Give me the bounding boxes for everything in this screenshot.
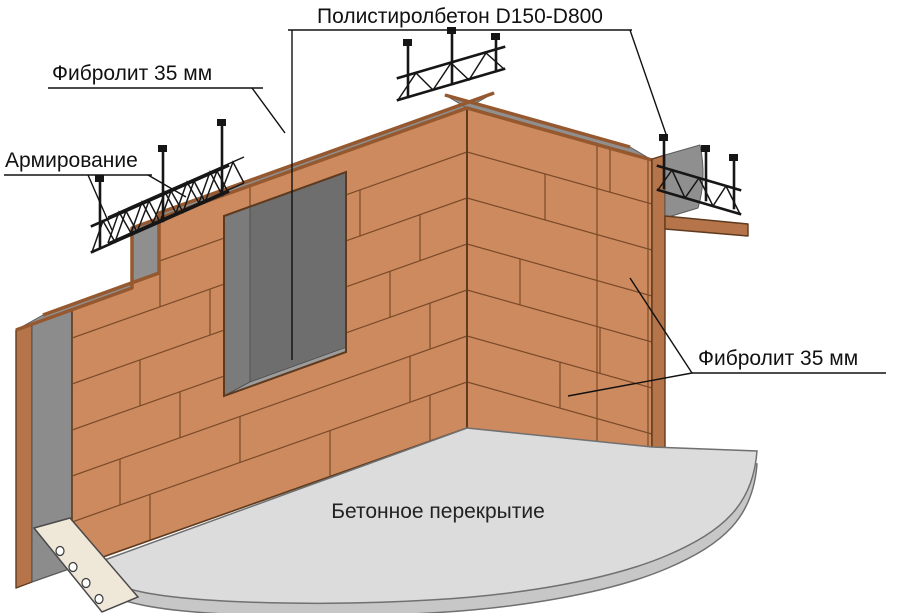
reinforcement-leader-2	[147, 174, 187, 198]
label-reinforcement: Армирование	[5, 149, 138, 172]
wall-right-face	[466, 107, 653, 481]
polystyrene-leader-right	[629, 29, 668, 138]
wall-right	[466, 107, 653, 481]
window-frame-edge	[223, 170, 347, 398]
reinforcement-truss-right	[656, 134, 742, 216]
label-slab: Бетонное перекрытие	[331, 500, 545, 523]
labels: Полистиролбетон D150-D800 Фибролит 35 мм…	[5, 5, 858, 523]
base-plate	[32, 517, 140, 613]
plate-hole	[81, 577, 91, 589]
reinforcement-truss-top	[396, 27, 506, 102]
base-plate-body	[32, 517, 140, 613]
label-fibrolite-right: Фибролит 35 мм	[698, 347, 858, 370]
end-fibrolite-strip-right	[651, 154, 666, 452]
fibrolite-right-leader-1	[629, 277, 693, 374]
leader-lines	[4, 29, 886, 397]
inner-fibrolite-top-edge-left	[42, 91, 495, 317]
label-fibrolite-top: Фибролит 35 мм	[52, 62, 212, 85]
window-opening	[224, 172, 346, 396]
window-back-face	[250, 172, 346, 382]
reinforcement-truss-left	[90, 119, 245, 254]
fibrolite-right-leader-2	[567, 372, 693, 397]
plate-hole	[94, 593, 104, 605]
protruding-fibrolite-board	[664, 215, 749, 237]
fibrolite-top-leader	[251, 87, 286, 134]
reinforcement-leader-1	[87, 174, 113, 231]
plate-hole	[55, 545, 65, 557]
window-left-jamb	[224, 201, 251, 396]
plate-hole	[68, 561, 78, 573]
board-joints-right	[467, 145, 652, 448]
inner-fibrolite-top-edge-right	[444, 93, 631, 149]
end-outer-fibrolite-strip	[15, 323, 33, 589]
label-polystyrene: Полистиролбетон D150-D800	[317, 5, 603, 28]
